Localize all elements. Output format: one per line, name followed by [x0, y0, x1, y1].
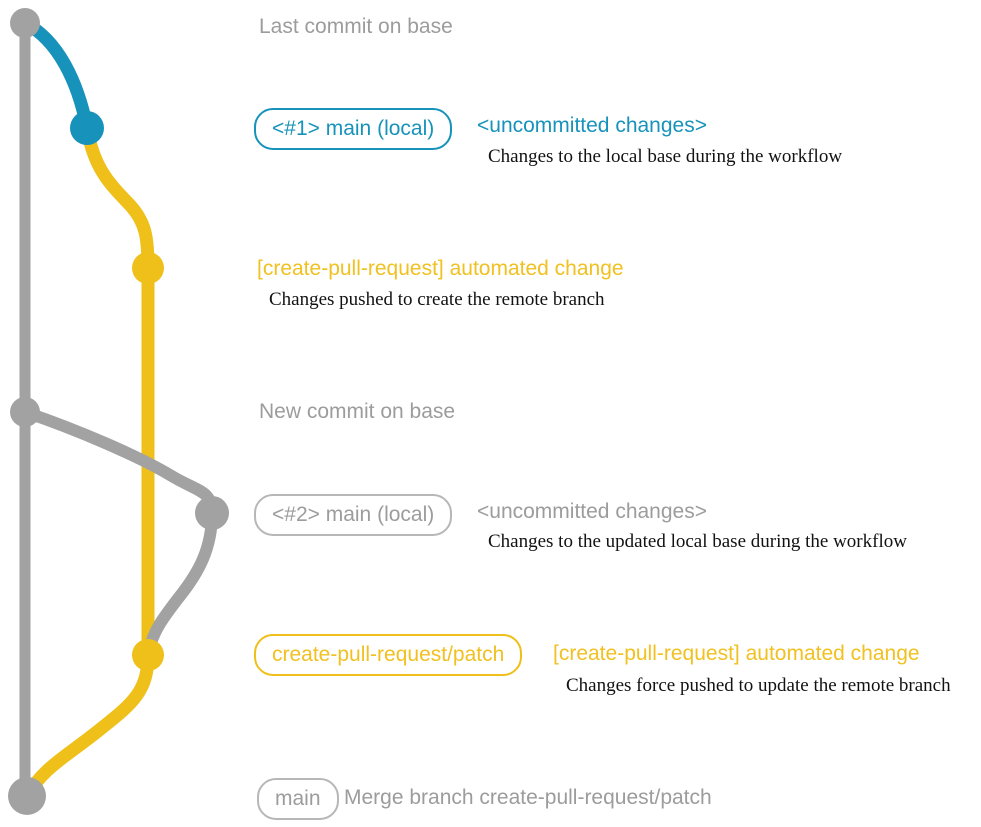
commit-dot-merge	[8, 777, 46, 815]
commit-dot-last-commit-on-base	[10, 8, 40, 38]
commit-dot-patch-2	[132, 639, 164, 671]
branch-badge-main-merge: main	[257, 778, 339, 821]
label-automated-change-1: [create-pull-request] automated change	[257, 257, 624, 280]
label-uncommitted-changes-2: <uncommitted changes>	[477, 500, 707, 523]
commit-dot-main-local-1	[70, 111, 104, 145]
commit-dot-main-local-2	[195, 496, 229, 530]
updated-local-main-curve	[19, 406, 218, 519]
commit-dot-new-commit-on-base	[10, 397, 40, 427]
description-updated-local-base-changes: Changes to the updated local base during…	[488, 531, 907, 552]
label-uncommitted-changes-1: <uncommitted changes>	[477, 114, 707, 137]
label-automated-change-2: [create-pull-request] automated change	[553, 642, 920, 665]
description-local-base-changes: Changes to the local base during the wor…	[488, 146, 843, 167]
branch-badge-patch: create-pull-request/patch	[254, 634, 523, 677]
updated-local-main-to-patch-curve	[142, 507, 218, 661]
branch-badge-main-local-1: <#1> main (local)	[254, 108, 453, 151]
description-force-pushed-update-remote-branch: Changes force pushed to update the remot…	[566, 675, 951, 696]
local-main-branch-curve	[18, 16, 94, 135]
description-pushed-create-remote-branch: Changes pushed to create the remote bran…	[269, 289, 605, 310]
branch-graph	[8, 8, 229, 815]
branch-badge-main-local-2: <#2> main (local)	[254, 494, 453, 537]
label-merge-commit-message: Merge branch create-pull-request/patch	[344, 786, 712, 809]
commit-dot-patch-1	[132, 252, 164, 284]
patch-branch-path	[20, 121, 155, 803]
label-last-commit-on-base: Last commit on base	[259, 15, 453, 38]
label-new-commit-on-base: New commit on base	[259, 400, 456, 423]
